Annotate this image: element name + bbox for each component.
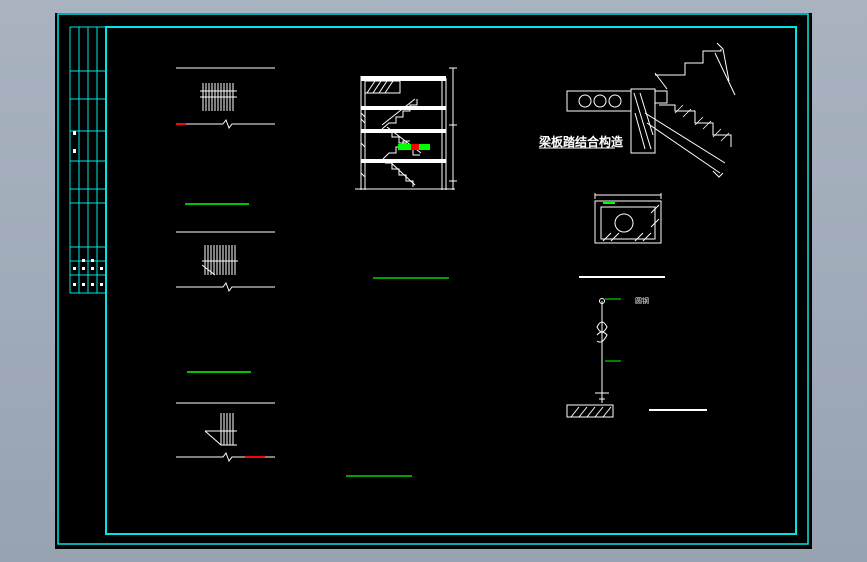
cad-drawing-sheet: 梁板踏结合构造 圆钢 — [57, 13, 809, 545]
cad-viewport[interactable]: 梁板踏结合构造 圆钢 — [55, 13, 812, 549]
step-hatching — [674, 104, 730, 142]
stair-section-title: 梁板踏结合构造 — [538, 134, 624, 149]
beam-section-detail — [594, 193, 662, 244]
railing-detail — [566, 298, 614, 418]
stair-section-elevation — [355, 67, 457, 190]
title-strip-marks — [73, 131, 103, 286]
detail-block-3 — [176, 402, 275, 463]
detail-block-2 — [176, 231, 275, 293]
red-section-mark — [411, 144, 419, 150]
outer-frame — [57, 13, 809, 545]
binding-title-strip — [69, 26, 107, 294]
rail-label: 圆钢 — [635, 296, 649, 305]
detail-block-1 — [176, 67, 275, 130]
beam-slab-step-detail — [566, 42, 736, 178]
